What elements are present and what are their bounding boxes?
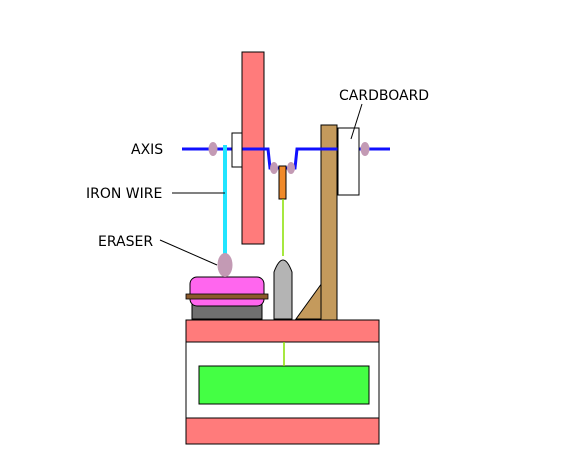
eraser-bead bbox=[217, 253, 233, 277]
axis-bead-left bbox=[208, 142, 218, 156]
label-cardboard: CARDBOARD bbox=[339, 88, 429, 104]
wood-post bbox=[320, 124, 338, 321]
axis-bead-crank-right bbox=[287, 162, 295, 174]
base-box-bottom-band bbox=[185, 417, 380, 445]
orange-pendulum bbox=[278, 165, 287, 200]
magnet-body bbox=[189, 276, 265, 307]
cardboard-piece bbox=[337, 127, 360, 196]
label-eraser: ERASER bbox=[98, 234, 153, 250]
iron-wire bbox=[223, 145, 227, 257]
label-iron-wire: IRON WIRE bbox=[86, 186, 162, 202]
eraser-leader bbox=[159, 239, 218, 266]
gray-post bbox=[273, 259, 293, 320]
axis-bead-crank-left bbox=[270, 162, 278, 174]
axis-holder-box bbox=[231, 132, 243, 168]
base-box-top-band bbox=[185, 319, 380, 343]
green-window bbox=[198, 365, 370, 405]
axis-bead-right bbox=[360, 142, 370, 156]
magnet-band bbox=[185, 293, 269, 300]
wood-brace bbox=[295, 281, 323, 320]
label-axis: AXIS bbox=[131, 142, 163, 158]
cardboard-leader bbox=[350, 103, 363, 140]
